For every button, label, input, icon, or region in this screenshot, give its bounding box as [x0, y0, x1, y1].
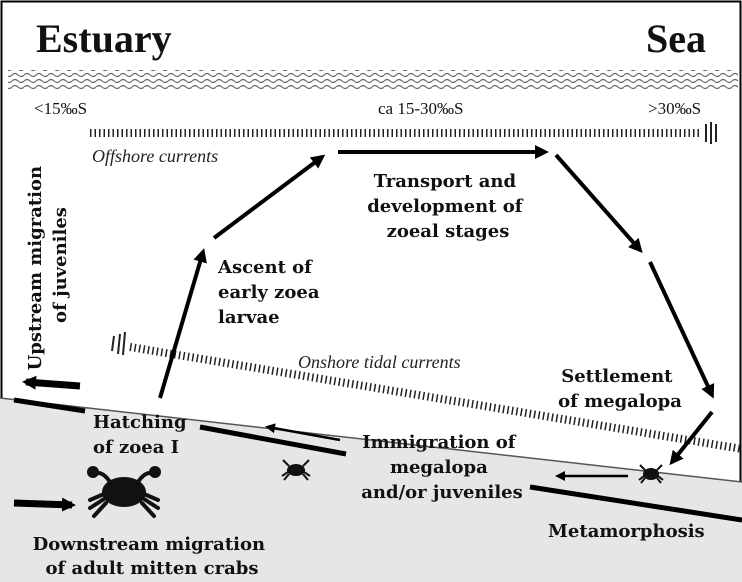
- descent-arrow: [648, 261, 715, 399]
- transport-label: Transport and development of zoeal stage…: [367, 171, 529, 242]
- onshore-current-label: Onshore tidal currents: [298, 352, 461, 372]
- drift-arrow: [554, 153, 643, 253]
- bottom-bar-1: [13, 397, 86, 414]
- upstream-label: Upstream migration of juveniles: [25, 160, 71, 371]
- salinity-mid: ca 15-30‰S: [378, 99, 463, 118]
- downstream-label: Downstream migration of adult mitten cra…: [33, 534, 272, 579]
- offshore-current-label: Offshore currents: [92, 146, 218, 166]
- estuary-title: Estuary: [36, 16, 172, 61]
- bottom-bar-2: [199, 424, 347, 457]
- metamorphosis-label: Metamorphosis: [548, 521, 705, 542]
- settlement-label: Settlement of megalopa: [558, 366, 682, 412]
- immigration-label: Immigration of megalopa and/or juveniles: [361, 432, 523, 503]
- upstream-arrow: [22, 375, 81, 390]
- salinity-low: <15‰S: [34, 99, 87, 118]
- onshore-current-tail: [111, 331, 126, 356]
- offshore-current-tail: [705, 122, 717, 144]
- ascent-arrow: [158, 248, 207, 399]
- settlement-arrow: [669, 410, 714, 466]
- juvenile-crab-icon: [281, 459, 311, 481]
- bottom-bar-3: [529, 484, 742, 523]
- seabed-area: [0, 398, 742, 582]
- ascent-arrow-upper: [212, 154, 326, 240]
- downstream-arrow: [13, 497, 76, 512]
- salinity-high: >30‰S: [648, 99, 701, 118]
- megalopa-crab-icon: [638, 464, 664, 484]
- ascent-label: Ascent of early zoea larvae: [217, 257, 326, 328]
- immigration-arrow-left: [265, 423, 341, 442]
- water-surface: [8, 70, 738, 90]
- seabed-line: [0, 397, 742, 483]
- hatching-label: Hatching of zoea I: [93, 412, 193, 458]
- sea-title: Sea: [646, 16, 706, 61]
- adult-crab-icon: [87, 466, 161, 518]
